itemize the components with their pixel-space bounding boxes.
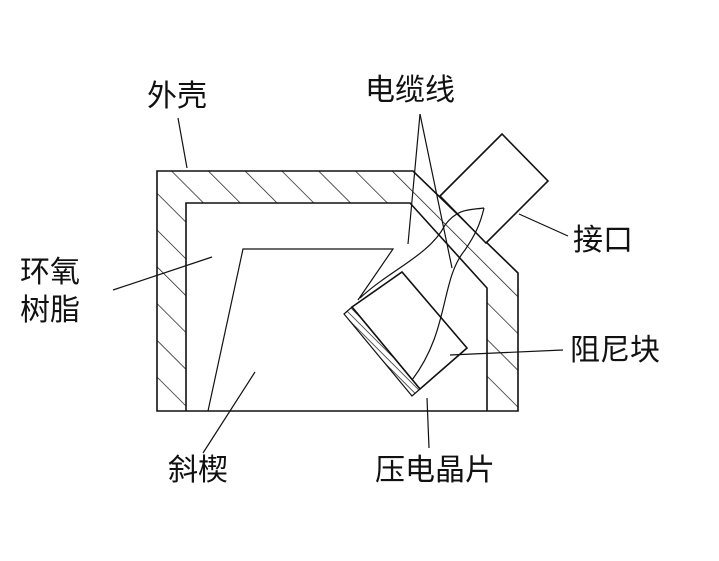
label-cable: 电缆线 — [365, 73, 455, 108]
label-damping-block: 阻尼块 — [570, 333, 660, 368]
leader-piezo — [426, 397, 430, 449]
leader-epoxy — [112, 256, 213, 291]
leader-wedge — [202, 371, 256, 454]
wedge — [207, 248, 395, 412]
housing-shell — [156, 170, 519, 412]
leader-damping — [449, 349, 564, 356]
leader-cable-b — [419, 113, 453, 269]
label-piezo-chip: 压电晶片 — [375, 453, 495, 488]
label-wedge: 斜楔 — [168, 453, 228, 488]
leader-housing — [177, 117, 188, 169]
connector-body — [438, 132, 550, 245]
cable-wire-1 — [359, 207, 485, 299]
label-connector: 接口 — [573, 223, 633, 258]
label-housing: 外壳 — [147, 79, 207, 114]
label-epoxy-line2: 树脂 — [20, 293, 80, 328]
leader-connector — [518, 213, 569, 237]
cable-wire-2 — [411, 207, 485, 381]
piezo-chip — [343, 306, 421, 397]
label-epoxy-line1: 环氧 — [20, 255, 80, 290]
leader-cable-a — [407, 113, 421, 245]
